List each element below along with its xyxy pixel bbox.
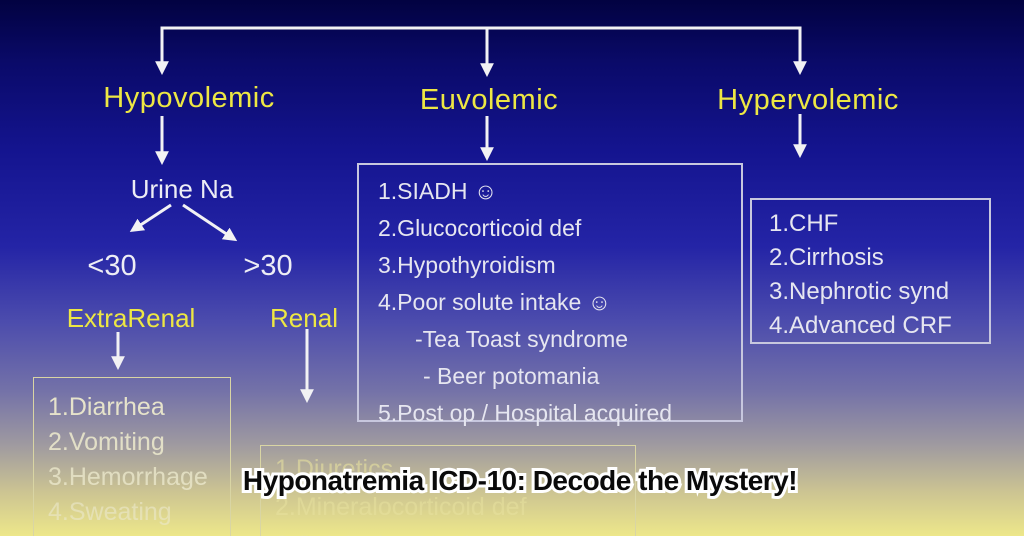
list-item: 2.Glucocorticoid def: [378, 215, 582, 241]
list-item: 5.Post op / Hospital acquired: [378, 400, 673, 426]
renal-causes-box: 1.Diuretics 2.Mineralocorticoid def 3.Sa…: [260, 445, 636, 536]
list-item: 3.Hemorrhage: [48, 463, 208, 491]
list-item: 2.Cirrhosis: [769, 244, 884, 271]
label-greater-than-30: >30: [243, 250, 293, 282]
list-item: 4.Poor solute intake ☺: [378, 289, 612, 315]
arrow-urinena-to-gt30: [182, 203, 238, 242]
label-renal: Renal: [270, 303, 338, 333]
list-item: 2.Mineralocorticoid def: [275, 493, 527, 521]
list-item: 1.Diuretics: [275, 455, 394, 483]
list-item: 1.Diarrhea: [48, 393, 165, 421]
list-item: 4.Advanced CRF: [769, 312, 952, 339]
list-item: 2.Vomiting: [48, 428, 165, 456]
heading-hypovolemic: Hypovolemic: [103, 82, 275, 114]
label-urine-na: Urine Na: [130, 174, 234, 204]
page-title-outline: Hyponatremia ICD-10: Decode the Mystery!: [240, 462, 801, 499]
extrarenal-causes-box: 1.Diarrhea 2.Vomiting 3.Hemorrhage 4.Swe…: [33, 377, 231, 536]
list-item: 3.Salt losing Nephropathy: [275, 526, 631, 536]
hypervolemic-causes-box: 1.CHF 2.Cirrhosis 3.Nephrotic synd 4.Adv…: [750, 198, 991, 344]
list-item: 4.Sweating: [48, 498, 172, 526]
list-item: 1.CHF: [769, 210, 839, 237]
label-less-than-30: <30: [87, 250, 137, 282]
list-item: - Beer potomania: [423, 363, 600, 389]
list-item: 3.Nephrotic synd: [769, 278, 950, 305]
list-item: -Tea Toast syndrome: [415, 326, 629, 352]
list-item: 3.Hypothyroidism: [378, 252, 556, 278]
list-item: 1.SIADH ☺: [378, 178, 498, 204]
euvolemic-causes-box: 1.SIADH ☺ 2.Glucocorticoid def 3.Hypothy…: [357, 163, 743, 426]
label-extrarenal: ExtraRenal: [66, 303, 196, 333]
arrow-urinena-to-lt30: [129, 203, 172, 233]
heading-euvolemic: Euvolemic: [419, 84, 559, 116]
heading-hypervolemic: Hypervolemic: [717, 84, 899, 116]
page-title: Hyponatremia ICD-10: Decode the Mystery!…: [240, 462, 801, 499]
page-title-text: Hyponatremia ICD-10: Decode the Mystery!: [242, 465, 798, 496]
